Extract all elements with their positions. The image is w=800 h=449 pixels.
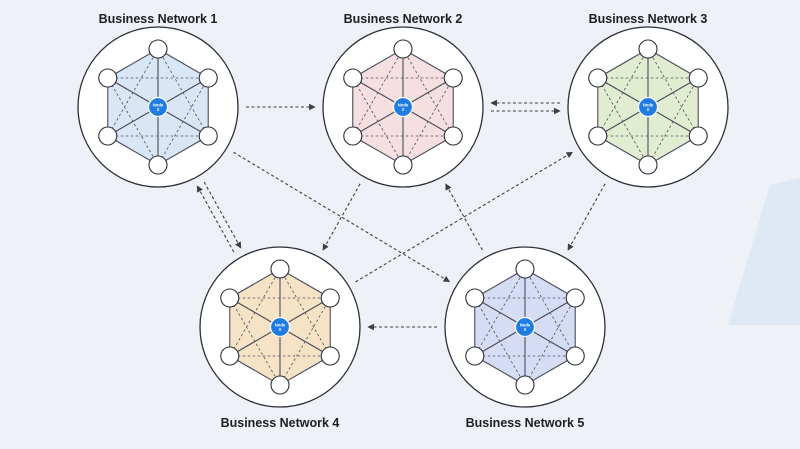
peer-node-1 bbox=[148, 39, 168, 59]
arrow-1-to-4 bbox=[203, 181, 242, 249]
peer-node-2 bbox=[565, 288, 585, 308]
peer-node-6 bbox=[98, 68, 118, 88]
network-3-title: Business Network 3 bbox=[589, 12, 708, 26]
peer-node-6 bbox=[343, 68, 363, 88]
peer-node-2 bbox=[688, 68, 708, 88]
peer-node-5 bbox=[588, 126, 608, 146]
peer-node-6 bbox=[220, 288, 240, 308]
hub-label-line-1: Node bbox=[643, 103, 654, 108]
arrow-4-to-3 bbox=[355, 151, 574, 283]
connection-arrows bbox=[196, 99, 606, 331]
hub-node bbox=[637, 96, 659, 118]
peer-node-1 bbox=[638, 39, 658, 59]
hub-node bbox=[392, 96, 414, 118]
peer-node-5 bbox=[98, 126, 118, 146]
peer-node-6 bbox=[465, 288, 485, 308]
peer-node-4 bbox=[638, 155, 658, 175]
peer-node-5 bbox=[465, 346, 485, 366]
network-4-title: Business Network 4 bbox=[221, 416, 340, 430]
arrow-5-to-2 bbox=[445, 183, 483, 251]
arrow-2-to-4 bbox=[322, 183, 361, 251]
arrow-3-to-5 bbox=[567, 183, 606, 251]
decorative-triangle bbox=[728, 178, 800, 325]
peer-node-3 bbox=[565, 346, 585, 366]
peer-node-4 bbox=[393, 155, 413, 175]
hub-label-line-1: Node bbox=[520, 323, 531, 328]
peer-node-3 bbox=[443, 126, 463, 146]
peer-node-3 bbox=[688, 126, 708, 146]
hub-label-line-1: Node bbox=[398, 103, 409, 108]
network-1-title: Business Network 1 bbox=[99, 12, 218, 26]
arrow-1-to-5 bbox=[233, 151, 451, 283]
network-5-title: Business Network 5 bbox=[466, 416, 585, 430]
peer-node-2 bbox=[198, 68, 218, 88]
peer-node-1 bbox=[393, 39, 413, 59]
peer-node-3 bbox=[320, 346, 340, 366]
network-2-title: Business Network 2 bbox=[344, 12, 463, 26]
hub-node bbox=[514, 316, 536, 338]
peer-node-4 bbox=[515, 375, 535, 395]
peer-node-2 bbox=[443, 68, 463, 88]
peer-node-6 bbox=[588, 68, 608, 88]
hub-label-line-2: X bbox=[402, 107, 405, 112]
hub-label-line-2: X bbox=[279, 327, 282, 332]
hub-label-line-2: X bbox=[647, 107, 650, 112]
peer-node-4 bbox=[270, 375, 290, 395]
peer-node-5 bbox=[343, 126, 363, 146]
hub-node bbox=[269, 316, 291, 338]
hub-label-line-1: Node bbox=[153, 103, 164, 108]
peer-node-5 bbox=[220, 346, 240, 366]
hub-node bbox=[147, 96, 169, 118]
hub-label-line-2: X bbox=[157, 107, 160, 112]
hub-label-line-1: Node bbox=[275, 323, 286, 328]
peer-node-4 bbox=[148, 155, 168, 175]
hub-label-line-2: X bbox=[524, 327, 527, 332]
peer-node-1 bbox=[515, 259, 535, 279]
arrow-4-to-1 bbox=[196, 185, 235, 253]
peer-node-2 bbox=[320, 288, 340, 308]
peer-node-1 bbox=[270, 259, 290, 279]
peer-node-3 bbox=[198, 126, 218, 146]
